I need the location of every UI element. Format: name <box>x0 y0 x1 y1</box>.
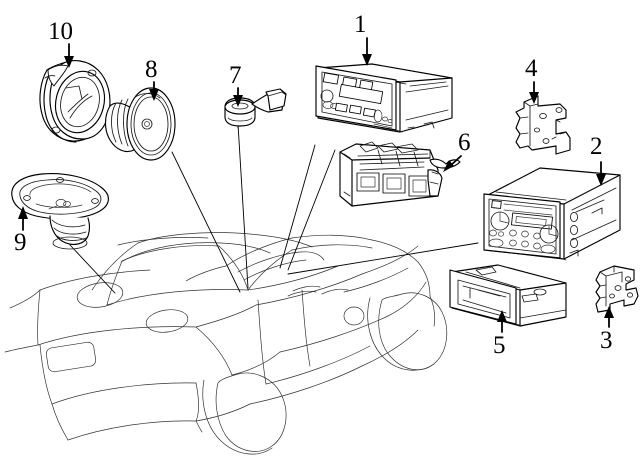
callout-arrow-4 <box>529 81 539 104</box>
part-5-storage-pocket-tray <box>449 264 567 327</box>
callout-arrow-2 <box>596 161 606 186</box>
part-6-console-vent-trim-panel <box>339 141 461 207</box>
part-9-rear-oval-speaker <box>11 173 109 250</box>
callout-arrow-9 <box>18 206 28 231</box>
part-10-speaker-mounting-ring <box>39 60 111 143</box>
callout-label-6: 6 <box>458 129 471 156</box>
callout-label-4: 4 <box>525 55 538 82</box>
part-7-antenna-base <box>224 88 287 129</box>
callout-label-5: 5 <box>493 332 506 359</box>
callout-arrow-8 <box>149 81 159 101</box>
leader-lines <box>69 123 479 294</box>
callout-arrow-5 <box>497 310 507 333</box>
callout-arrow-3 <box>604 306 614 328</box>
callout-arrow-7 <box>233 87 243 107</box>
callout-label-3: 3 <box>600 327 613 354</box>
callout-label-8: 8 <box>145 56 158 83</box>
callout-arrows <box>18 37 614 333</box>
callout-arrow-1 <box>362 37 372 66</box>
part-3-mounting-bracket-right <box>595 265 639 313</box>
vehicle-body-outline <box>4 232 448 455</box>
part-4-mounting-bracket-upper <box>515 95 571 155</box>
part-8-front-door-speaker <box>104 87 176 161</box>
callout-arrow-10 <box>64 43 74 68</box>
callout-label-9: 9 <box>14 229 27 256</box>
callout-arrow-6 <box>443 155 462 172</box>
part-1-radio-cassette-head-unit <box>315 63 453 133</box>
callout-label-2: 2 <box>590 133 603 160</box>
callout-label-7: 7 <box>229 62 242 89</box>
callout-label-10: 10 <box>48 18 73 45</box>
callout-label-1: 1 <box>354 11 367 38</box>
